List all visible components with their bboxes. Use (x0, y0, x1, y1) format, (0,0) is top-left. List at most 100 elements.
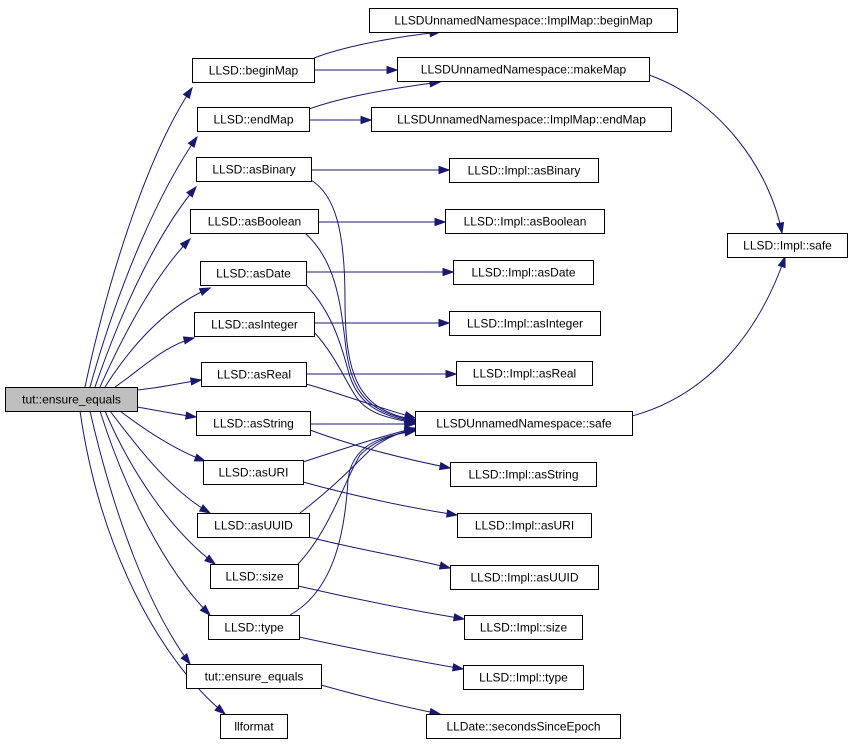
node-box-asDate (200, 261, 307, 286)
node-label-implAsURI: LLSD::Impl::asURI (475, 519, 574, 533)
node-label-beginMap: LLSD::beginMap (209, 64, 299, 78)
node-implAsString[interactable]: LLSD::Impl::asString (450, 462, 597, 487)
node-box-implType (463, 665, 584, 690)
node-box-ensureEquals2 (186, 664, 322, 689)
node-label-implAsReal: LLSD::Impl::asReal (473, 367, 576, 381)
node-implAsBinary[interactable]: LLSD::Impl::asBinary (449, 158, 599, 183)
node-label-size: LLSD::size (225, 570, 283, 584)
edge-asURI-to-nsSafe (302, 427, 416, 463)
arrowhead-asDate-to-implAsDate (442, 267, 455, 277)
node-asDate[interactable]: LLSD::asDate (200, 261, 307, 286)
arrowhead-root-to-asReal (190, 377, 203, 386)
node-beginMap[interactable]: LLSD::beginMap (192, 58, 315, 83)
arrowhead-root-to-endMap (187, 135, 198, 149)
node-label-asBinary: LLSD::asBinary (212, 163, 295, 177)
node-box-implAsBinary (449, 158, 599, 183)
node-secondsSinceEpoch[interactable]: LLDate::secondsSinceEpoch (426, 714, 621, 739)
node-ensureEquals2[interactable]: tut::ensure_equals (186, 664, 322, 689)
arrowhead-root-to-asDate (198, 287, 212, 296)
node-makeMap[interactable]: LLSDUnnamedNamespace::makeMap (397, 57, 650, 82)
arrowhead-root-to-asInteger (182, 336, 196, 345)
node-label-implSafe: LLSD::Impl::safe (743, 239, 832, 253)
edge-asURI-to-implAsURI (302, 481, 458, 516)
arrowhead-type-to-nsSafe (404, 428, 417, 437)
node-label-implAsBoolean: LLSD::Impl::asBoolean (464, 215, 587, 229)
node-box-implAsURI (457, 513, 592, 538)
node-asBinary[interactable]: LLSD::asBinary (196, 157, 312, 182)
node-label-asInteger: LLSD::asInteger (211, 318, 298, 332)
node-box-makeMap (397, 57, 650, 82)
node-box-asBoolean (190, 209, 319, 234)
node-box-secondsSinceEpoch (426, 714, 621, 739)
node-llformat[interactable]: llformat (220, 714, 288, 739)
node-label-ensureEquals2: tut::ensure_equals (205, 670, 304, 684)
node-box-llformat (220, 714, 288, 739)
arrowhead-root-to-asBoolean (179, 237, 192, 250)
node-box-asBinary (196, 157, 312, 182)
edge-asReal-to-nsSafe (305, 383, 416, 419)
node-implSize[interactable]: LLSD::Impl::size (464, 615, 583, 640)
edge-asUUID-to-nsSafe (299, 428, 416, 514)
edge-type-to-nsSafe (289, 430, 416, 616)
arrowhead-root-to-asBinary (186, 185, 197, 198)
node-asBoolean[interactable]: LLSD::asBoolean (190, 209, 319, 234)
node-label-implAsInteger: LLSD::Impl::asInteger (467, 317, 583, 331)
arrowhead-root-to-type (199, 604, 212, 617)
node-box-implAsUUID (450, 565, 599, 590)
edge-root-to-asURI (119, 410, 206, 462)
node-label-implType: LLSD::Impl::type (479, 671, 568, 685)
node-endMap[interactable]: LLSD::endMap (197, 107, 310, 132)
edge-root-to-asUUID (109, 410, 211, 514)
edge-asInteger-to-nsSafe (313, 331, 416, 424)
node-asURI[interactable]: LLSD::asURI (203, 460, 304, 485)
node-box-asUUID (197, 513, 310, 538)
arrowhead-root-to-size (204, 554, 217, 565)
arrowhead-size-to-implSize (452, 613, 466, 622)
arrowhead-asString-to-implAsString (438, 461, 452, 471)
node-implMapBeginMap[interactable]: LLSDUnnamedNamespace::ImplMap::beginMap (369, 8, 678, 33)
arrowhead-root-to-asString (185, 411, 198, 420)
node-implAsDate[interactable]: LLSD::Impl::asDate (453, 260, 594, 285)
call-edges (79, 28, 786, 717)
arrowhead-beginMap-to-makeMap (386, 65, 399, 75)
node-implAsURI[interactable]: LLSD::Impl::asURI (457, 513, 592, 538)
node-implAsUUID[interactable]: LLSD::Impl::asUUID (450, 565, 599, 590)
node-type[interactable]: LLSD::type (208, 615, 300, 640)
node-asString[interactable]: LLSD::asString (196, 411, 311, 436)
node-asUUID[interactable]: LLSD::asUUID (197, 513, 310, 538)
edge-root-to-asBoolean (99, 238, 191, 388)
node-box-beginMap (192, 58, 315, 83)
node-asReal[interactable]: LLSD::asReal (201, 362, 307, 387)
node-box-implAsInteger (449, 311, 601, 336)
node-nsSafe[interactable]: LLSDUnnamedNamespace::safe (415, 411, 633, 436)
node-size[interactable]: LLSD::size (210, 564, 299, 589)
node-implMapEndMap[interactable]: LLSDUnnamedNamespace::ImplMap::endMap (371, 107, 672, 132)
node-implType[interactable]: LLSD::Impl::type (463, 665, 584, 690)
arrowhead-asString-to-nsSafe (404, 419, 417, 429)
node-implAsBoolean[interactable]: LLSD::Impl::asBoolean (445, 209, 605, 234)
edge-root-to-ensureEquals2 (89, 410, 191, 665)
arrowhead-asInteger-to-implAsInteger (438, 318, 451, 328)
node-box-root (5, 387, 138, 412)
node-label-nsSafe: LLSDUnnamedNamespace::safe (436, 417, 612, 431)
node-implAsInteger[interactable]: LLSD::Impl::asInteger (449, 311, 601, 336)
arrowhead-asBinary-to-implAsBinary (438, 165, 451, 175)
arrowhead-endMap-to-implMapEndMap (360, 115, 373, 125)
edge-root-to-endMap (89, 136, 198, 388)
edge-asUUID-to-implAsUUID (308, 536, 451, 569)
node-box-implAsBoolean (445, 209, 605, 234)
node-box-size (210, 564, 299, 589)
node-implSafe[interactable]: LLSD::Impl::safe (727, 233, 848, 258)
edge-size-to-implSize (297, 585, 465, 620)
node-implAsReal[interactable]: LLSD::Impl::asReal (456, 361, 593, 386)
arrowhead-asReal-to-nsSafe (403, 411, 417, 420)
node-box-implAsString (450, 462, 597, 487)
edge-root-to-llformat (79, 410, 226, 715)
node-label-asUUID: LLSD::asUUID (214, 519, 293, 533)
node-box-endMap (197, 107, 310, 132)
node-root[interactable]: tut::ensure_equals (5, 387, 138, 412)
arrowhead-nsSafe-to-implSafe (777, 255, 786, 269)
node-box-implAsReal (456, 361, 593, 386)
node-asInteger[interactable]: LLSD::asInteger (194, 312, 315, 337)
call-nodes: tut::ensure_equals LLSD::beginMapLLSD::en… (5, 8, 848, 739)
